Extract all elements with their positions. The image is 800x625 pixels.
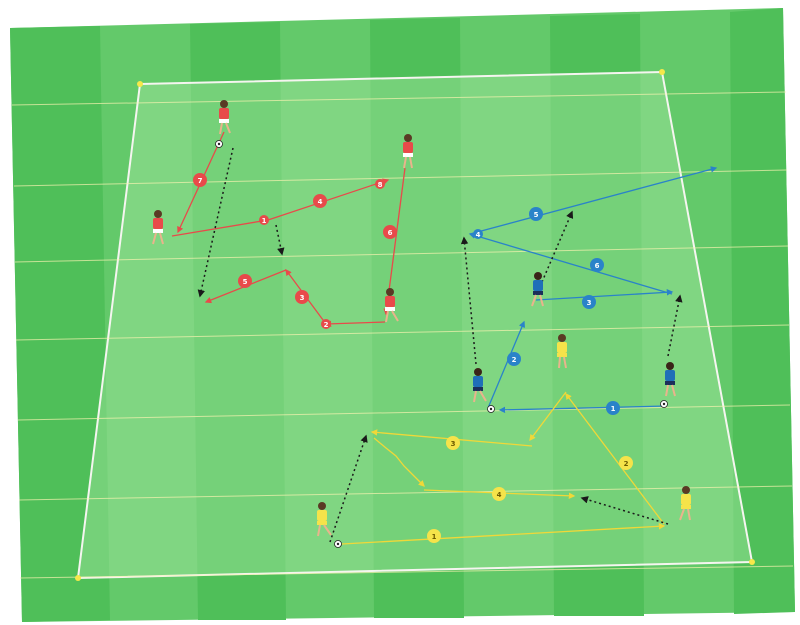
svg-text:3: 3 [451,440,456,448]
svg-text:7: 7 [198,177,203,185]
yellow-cone: 1 [427,529,441,543]
ball [216,141,223,148]
ball [335,541,342,548]
blue-cone: 2 [507,352,521,366]
blue-cone: 1 [606,401,620,415]
yellow-cone: 3 [446,436,460,450]
svg-text:4: 4 [318,198,323,206]
ball [488,406,495,413]
red-cone: 3 [295,290,309,304]
svg-text:6: 6 [388,229,393,237]
svg-text:4: 4 [476,231,481,239]
yellow-cone: 4 [492,487,506,501]
training-area [78,72,752,578]
blue-cone: 3 [582,295,596,309]
red-cone: 2 [321,319,331,329]
svg-text:4: 4 [497,491,502,499]
red-cone: 4 [313,194,327,208]
blue-cone: 5 [529,207,543,221]
ball [661,401,668,408]
red-cone: 5 [238,274,252,288]
svg-text:1: 1 [432,533,437,541]
blue-cone: 4 [473,229,483,239]
svg-text:1: 1 [611,405,616,413]
svg-text:3: 3 [587,299,592,307]
red-cone: 8 [375,179,385,189]
red-cone: 1 [259,215,269,225]
red-cone: 7 [193,173,207,187]
svg-text:8: 8 [378,181,383,189]
svg-text:5: 5 [534,211,539,219]
red-cone: 6 [383,225,397,239]
svg-text:1: 1 [262,217,267,225]
svg-text:2: 2 [624,460,629,468]
blue-cone: 6 [590,258,604,272]
svg-text:2: 2 [324,321,329,329]
svg-text:2: 2 [512,356,517,364]
yellow-cone: 2 [619,456,633,470]
svg-text:5: 5 [243,278,248,286]
svg-text:3: 3 [300,294,305,302]
svg-text:6: 6 [595,262,600,270]
